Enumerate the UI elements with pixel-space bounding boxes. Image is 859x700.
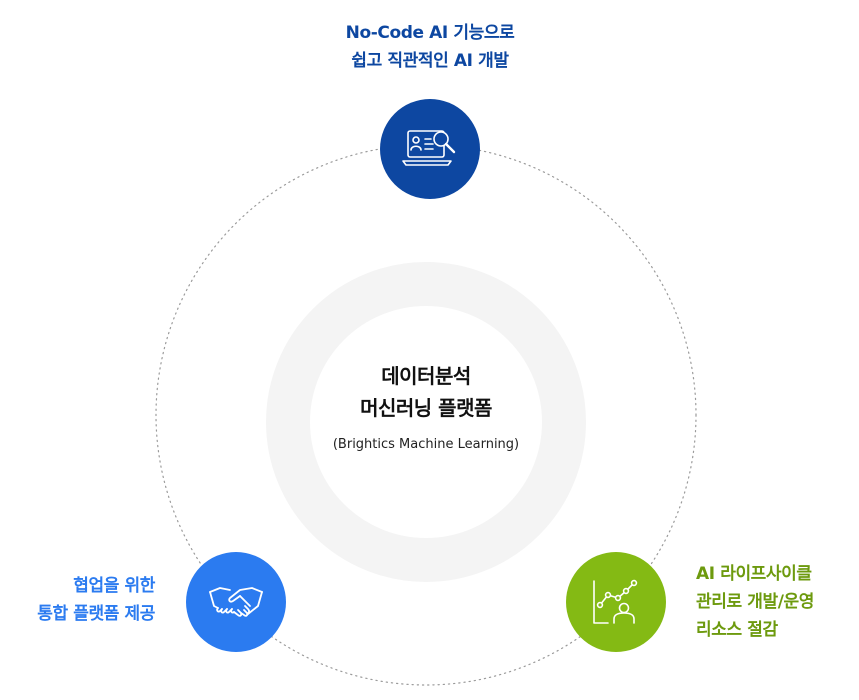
center-subtitle: (Brightics Machine Learning) <box>332 437 520 452</box>
center-label: 데이터분석 머신러닝 플랫폼 (Brightics Machine Learni… <box>296 360 556 454</box>
left-node-label: 협업을 위한 통합 플랫폼 제공 <box>0 572 155 628</box>
top-node <box>380 99 480 199</box>
laptop-search-icon <box>401 127 459 171</box>
right-node-label: AI 라이프사이클 관리로 개발/운영 리소스 절감 <box>696 560 856 644</box>
right-node-label-line3: 리소스 절감 <box>696 620 778 640</box>
right-node <box>566 552 666 652</box>
center-title: 데이터분석 머신러닝 플랫폼 <box>296 360 556 424</box>
top-node-label: No-Code AI 기능으로 쉽고 직관적인 AI 개발 <box>280 19 580 75</box>
center-title-line2: 머신러닝 플랫폼 <box>360 396 492 420</box>
center-title-line1: 데이터분석 <box>381 364 471 388</box>
right-node-label-line2: 관리로 개발/운영 <box>696 592 815 612</box>
left-node-label-line2: 통합 플랫폼 제공 <box>37 604 155 624</box>
handshake-icon <box>208 580 264 624</box>
top-node-label-line2: 쉽고 직관적인 AI 개발 <box>351 51 509 71</box>
left-node <box>186 552 286 652</box>
chart-person-icon <box>590 577 642 627</box>
right-node-label-line1: AI 라이프사이클 <box>696 564 812 584</box>
left-node-label-line1: 협업을 위한 <box>73 576 155 596</box>
top-node-label-line1: No-Code AI 기능으로 <box>345 23 515 43</box>
